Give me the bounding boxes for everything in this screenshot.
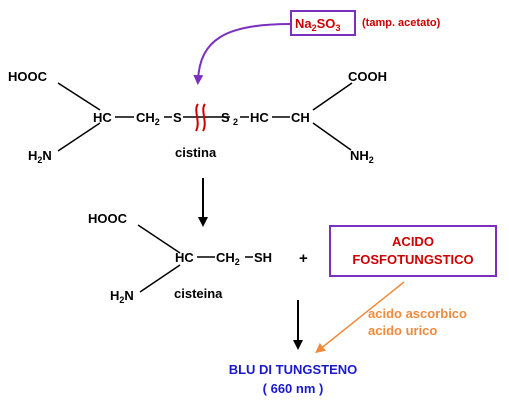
cystine-left-ch2: CH2 <box>136 110 160 127</box>
cystine-right-ch: HC <box>250 110 269 125</box>
bond <box>139 264 181 293</box>
cysteine-label: cisteina <box>174 286 223 301</box>
cystine-left-ch: HC <box>93 110 112 125</box>
cleavage-mark <box>195 103 199 132</box>
cystine-right-ch-end: CH <box>291 110 310 125</box>
cystine-label: cistina <box>175 145 217 160</box>
cystine-right-amine: NH2 <box>350 148 374 165</box>
reagent-box <box>290 10 356 36</box>
interferent-2: acido urico <box>368 323 437 338</box>
bond <box>57 82 101 111</box>
reagent-note: (tamp. acetato) <box>362 17 441 29</box>
reactant-line2: FOSFOTUNGSTICO <box>352 252 473 267</box>
reagent-formula: Na2SO3 <box>295 16 340 33</box>
cysteine-sh: SH <box>254 250 272 265</box>
cystine-right-acid: COOH <box>348 69 387 84</box>
cystine-right-ch2-sub: 2 <box>233 117 238 127</box>
cleavage-mark <box>202 103 206 132</box>
cystine-left-amine: H2N <box>28 148 52 165</box>
bond <box>57 122 101 152</box>
bond <box>312 122 352 151</box>
cysteine-acid: HOOC <box>88 211 128 226</box>
reagent-arrow <box>193 23 291 85</box>
cystine-left-acid: HOOC <box>8 69 48 84</box>
cystine-right-s: S <box>221 110 230 125</box>
reactant-line1: ACIDO <box>392 234 434 249</box>
cysteine-ch: HC <box>175 250 194 265</box>
cystine-left-s: S <box>173 110 182 125</box>
bond <box>137 224 181 254</box>
product-line2: ( 660 nm ) <box>263 381 324 396</box>
bond <box>312 82 353 111</box>
cysteine-amine: H2N <box>110 288 134 305</box>
product-line1: BLU DI TUNGSTENO <box>229 362 358 377</box>
plus-sign: + <box>299 250 308 267</box>
cysteine-ch2: CH2 <box>216 250 240 267</box>
reactant-box <box>329 225 497 277</box>
interference-arrow <box>315 281 405 354</box>
interferent-1: acido ascorbico <box>368 306 467 321</box>
